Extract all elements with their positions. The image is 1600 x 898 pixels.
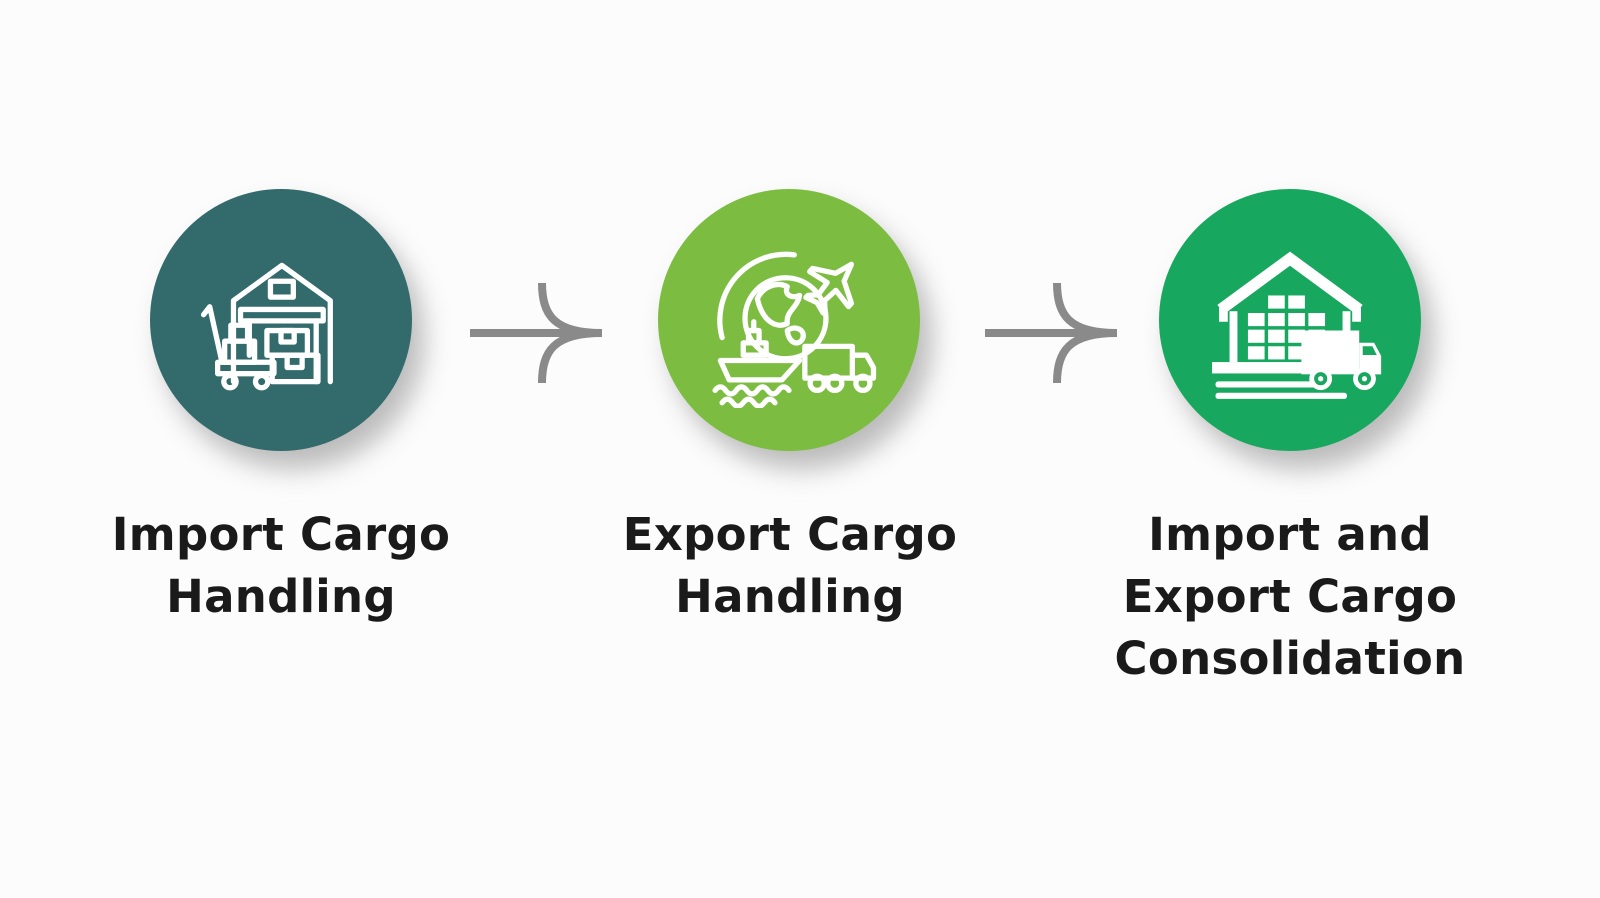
globe-plane-ship-truck-icon: [712, 251, 877, 408]
export-cargo-circle: [658, 189, 920, 451]
import-cargo-label: Import Cargo Handling: [41, 504, 521, 628]
label-line: Export Cargo: [622, 508, 958, 561]
label-line: Consolidation: [1114, 632, 1466, 685]
label-line: Import Cargo: [111, 508, 451, 561]
label-line: Handling: [166, 570, 396, 623]
label-line: Export Cargo: [1122, 570, 1458, 623]
label-line: Import and: [1148, 508, 1432, 561]
import-cargo-circle: [150, 189, 412, 451]
consolidation-circle: [1159, 189, 1421, 451]
flow-arrow-icon: [470, 283, 603, 383]
export-cargo-label: Export Cargo Handling: [550, 504, 1030, 628]
warehouse-truck-icon: [1212, 251, 1382, 399]
consolidation-label: Import and Export Cargo Consolidation: [1050, 504, 1530, 690]
label-line: Handling: [675, 570, 905, 623]
flow-arrow-icon: [985, 283, 1118, 383]
warehouse-handtruck-icon: [200, 262, 333, 391]
